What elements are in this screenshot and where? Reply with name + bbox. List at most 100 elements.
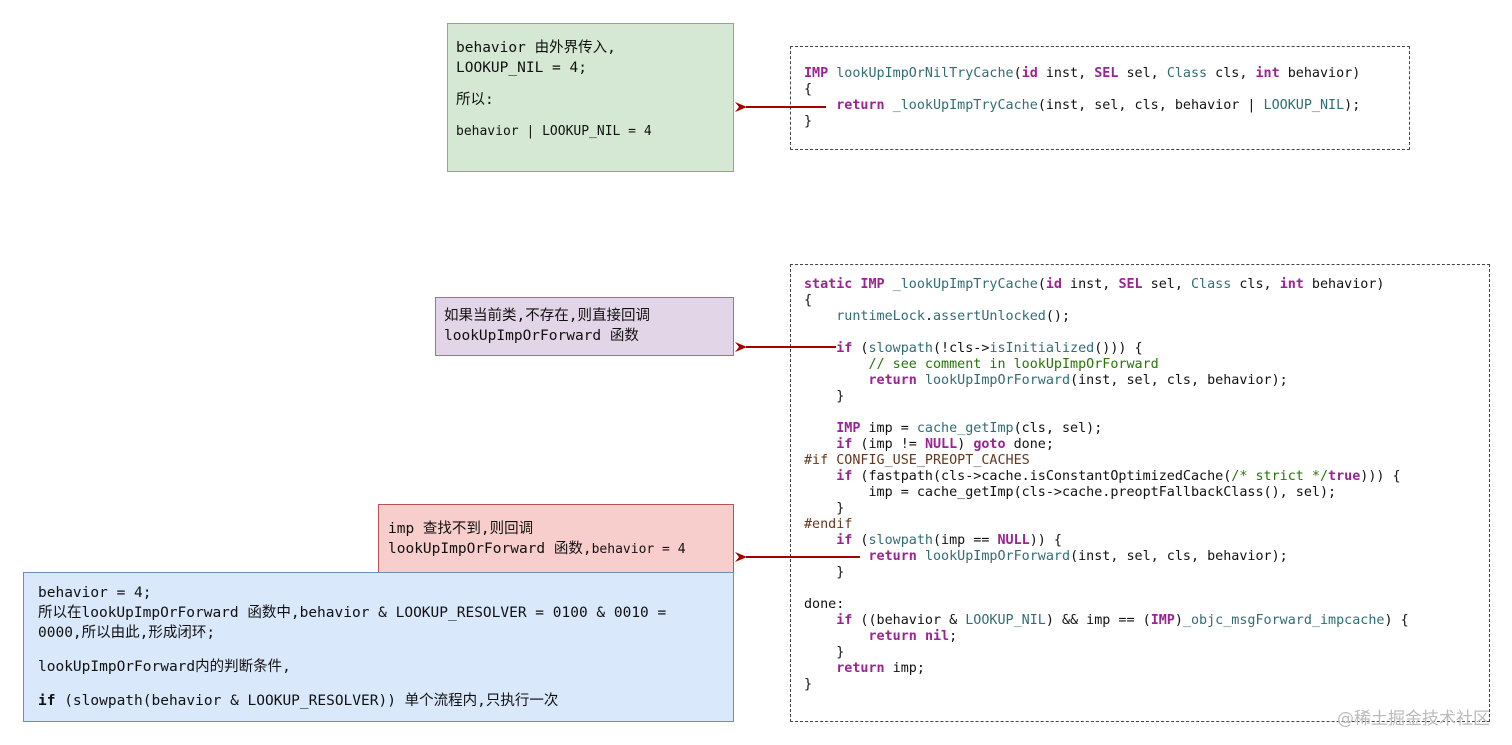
code-token: LOOKUP_NIL [965,613,1046,628]
code-token: IMP [860,277,885,292]
note-line: if (slowpath(behavior & LOOKUP_RESOLVER)… [38,691,719,711]
code-token: } [804,501,845,516]
code-token: return [868,373,917,388]
code-token: behavior) [1303,277,1385,292]
code-line: if (imp != NULL) goto done; [804,437,1476,453]
code-token: SEL [1094,66,1119,81]
code-line: runtimeLock.assertUnlocked(); [804,309,1476,325]
code-line: IMP lookUpImpOrNilTryCache(id inst, SEL … [804,66,1396,82]
code-token: ())) { [1094,341,1143,356]
code-token: int [1255,66,1280,81]
code-token: (inst, sel, cls, behavior); [1070,373,1288,388]
code-token: ( [1037,277,1046,292]
code-line: } [804,501,1476,517]
code-token: } [804,114,813,129]
code-line: imp = cache_getImp(cls->cache.preoptFall… [804,485,1476,501]
code-token: sel, [1142,277,1191,292]
code-token: done: [804,597,845,612]
code-token: } [804,645,845,660]
code-line: #endif [804,517,1476,533]
code-token: } [804,677,813,692]
code-token: assertUnlocked [933,309,1046,324]
code-token: return [868,629,917,644]
code-token: LOOKUP_NIL [1263,98,1345,113]
code-token: cache_getImp [916,421,1014,436]
code-token: (imp != [852,437,925,452]
code-token: static [804,277,853,292]
code-token: cls, [1207,66,1256,81]
code-token: imp = cache_getImp(cls->cache.preoptFall… [804,485,1337,500]
code-token: true [1328,469,1361,484]
code-token: (cls, sel); [1013,421,1103,436]
code-token: (!cls-> [933,341,990,356]
code-token: if [836,437,853,452]
note-line: 如果当前类,不存在,则直接回调 [444,308,650,324]
code-token: done; [1005,437,1054,452]
code-token: ( [852,533,869,548]
code-token: IMP [804,66,829,81]
code-token: #if CONFIG_USE_PREOPT_CACHES [804,453,1030,468]
code-token: if [836,341,853,356]
note-text: behavior = 4 [591,542,686,557]
code-token: NULL [924,437,958,452]
code-token: _objc_msgForward_impcache [1182,613,1385,628]
code-token: IMP [836,421,861,436]
code-line: // see comment in lookUpImpOrForward [804,357,1476,373]
code-token: ((behavior & [852,613,966,628]
code-line: } [804,389,1476,405]
code-line: #if CONFIG_USE_PREOPT_CACHES [804,453,1476,469]
note-behavior-passed-in: behavior 由外界传入, LOOKUP_NIL = 4; 所以: beha… [447,23,734,172]
note-line: 所以: [456,92,494,108]
code-block-lookUpImpOrNilTryCache: IMP lookUpImpOrNilTryCache(id inst, SEL … [790,46,1410,150]
code-line: } [804,645,1476,661]
code-token: imp; [884,661,925,676]
code-token: ); [1344,98,1361,113]
note-line: LOOKUP_NIL = 4; [456,60,587,76]
code-token: (inst, sel, cls, behavior | [1037,98,1264,113]
code-token: slowpath [868,341,934,356]
code-token: ) { [1384,613,1409,628]
code-token: runtimeLock [836,309,925,324]
code-token: } [804,565,845,580]
code-token: ) [957,437,974,452]
code-token: _lookUpImpTryCache [892,98,1038,113]
note-line: imp 查找不到,则回调 [388,521,534,537]
note-line: lookUpImpOrForward 函数,behavior = 4 [388,539,724,560]
code-token: #endif [804,517,853,532]
note-class-not-initialized: 如果当前类,不存在,则直接回调 lookUpImpOrForward 函数 [435,297,734,356]
code-line: return nil; [804,629,1476,645]
code-line: if ((behavior & LOOKUP_NIL) && imp == (I… [804,613,1476,629]
code-token: behavior) [1279,66,1361,81]
code-token: if [836,613,853,628]
code-token: inst, [1062,277,1119,292]
note-line: behavior | LOOKUP_NIL = 4 [456,124,652,139]
code-token: ))) { [1360,469,1401,484]
code-block-lookUpImpTryCache: static IMP _lookUpImpTryCache(id inst, S… [790,264,1490,722]
code-token: imp = [860,421,917,436]
code-token: return [868,549,917,564]
code-token: ( [1013,66,1022,81]
code-token: int [1279,277,1304,292]
code-token: /* strict */ [1231,469,1329,484]
code-token: } [804,389,845,404]
code-line: } [804,114,1396,130]
note-line: behavior = 4; [38,585,152,601]
code-token: ( [852,341,869,356]
code-token: . [924,309,933,324]
code-token: lookUpImpOrNilTryCache [836,66,1014,81]
code-token: { [804,82,813,97]
code-line: static IMP _lookUpImpTryCache(id inst, S… [804,277,1476,293]
code-token: _lookUpImpTryCache [892,277,1038,292]
code-token: ) [1174,613,1183,628]
code-token: Class [1166,66,1208,81]
code-token: slowpath [868,533,934,548]
note-line: 0000,所以由此,形成闭环; [38,625,216,641]
code-line: if (slowpath(imp == NULL)) { [804,533,1476,549]
code-token: // see comment in lookUpImpOrForward [868,357,1159,372]
code-token: isInitialized [989,341,1095,356]
code-token: lookUpImpOrForward [924,373,1071,388]
code-token: return [836,661,885,676]
code-line: } [804,677,1476,693]
code-token: Class [1191,277,1232,292]
